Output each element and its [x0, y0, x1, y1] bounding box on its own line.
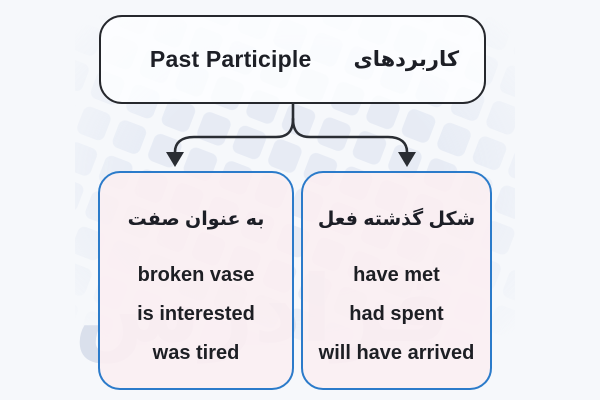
root-title: Past Participle کاربردهای — [150, 46, 459, 73]
root-node-box: Past Participle کاربردهای — [99, 15, 486, 104]
example-list-adjective: broken vase is interested was tired — [137, 256, 255, 373]
example-list-verb-form: have met had spent will have arrived — [319, 256, 475, 373]
example-line: was tired — [152, 341, 240, 364]
branch-box-adjective: به عنوان صفت broken vase is interested w… — [98, 171, 294, 390]
example-line: had spent — [349, 302, 444, 325]
root-title-english: Past Participle — [149, 46, 312, 72]
example-line: have met — [353, 263, 440, 286]
branch-heading-verb-form: شکل گذشته فعل — [317, 209, 476, 230]
left-arrowhead-icon — [166, 152, 184, 167]
right-arrowhead-icon — [398, 152, 416, 167]
branch-heading-adjective: به عنوان صفت — [127, 209, 265, 230]
example-line: is interested — [137, 302, 255, 325]
branch-box-verb-form: شکل گذشته فعل have met had spent will ha… — [301, 171, 492, 390]
right-branch-line — [291, 117, 409, 156]
left-branch-line — [173, 117, 295, 156]
example-line: will have arrived — [318, 341, 475, 364]
example-line: broken vase — [137, 263, 255, 286]
root-title-persian: کاربردهای — [353, 48, 460, 71]
